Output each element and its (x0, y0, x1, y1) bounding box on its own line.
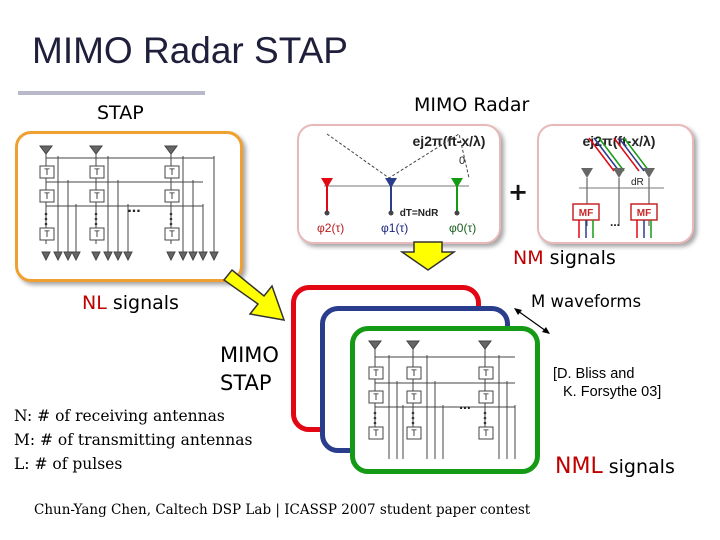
double-arrow (514, 308, 550, 334)
tap-label: T (44, 229, 50, 239)
down-arrow (400, 241, 456, 271)
page-title: MIMO Radar STAP (32, 30, 348, 71)
ellipsis: ... (610, 215, 620, 229)
mimo-radar-transmit-diagram: ej2π(ft-x/λ) 0 dT=NdR φ2(τ) φ1(τ) φ0(τ) (317, 133, 486, 235)
spacing-equation: dT=NdR (400, 208, 439, 219)
tap-label: T (373, 428, 379, 438)
green-panel-diagram: T T T T T T T T T ... (368, 340, 516, 459)
tap-label: T (411, 392, 417, 402)
nml-signals-prefix: NML (555, 454, 603, 479)
phase-exponent: ej2π(ft-x/λ) (583, 133, 656, 149)
mf-label: MF (579, 208, 593, 219)
phi1-label: φ1(τ) (381, 221, 408, 235)
definitions: N: # of receiving antennas M: # of trans… (14, 404, 252, 476)
reference-line1: [D. Bliss and (553, 366, 635, 382)
mimo-radar-label: MIMO Radar (414, 94, 530, 116)
tap-label: T (169, 167, 175, 177)
tap-label: T (411, 368, 417, 378)
nml-signals-label: NML signals (555, 454, 675, 479)
nm-signals-prefix: NM (513, 247, 544, 269)
green-panel: T T T T T T T T T ... (350, 326, 540, 474)
dr-label: dR (631, 177, 644, 188)
tap-label: T (483, 368, 489, 378)
ellipsis: ... (127, 199, 140, 216)
nl-signals-label: NL signals (82, 292, 179, 314)
mimo-stap-label-line1: MIMO (220, 343, 279, 367)
mimo-radar-transmit-panel: ej2π(ft-x/λ) 0 dT=NdR φ2(τ) φ1(τ) φ0(τ) (297, 124, 501, 244)
definition-n: N: # of receiving antennas (14, 407, 225, 425)
nl-signals-suffix: signals (106, 292, 179, 314)
mimo-radar-receive-diagram: ej2π(ft-x/λ) dR MF MF ... (572, 133, 664, 238)
footer: Chun-Yang Chen, Caltech DSP Lab | ICASSP… (34, 502, 531, 518)
phi2-label: φ2(τ) (317, 221, 344, 235)
reference-line2: K. Forsythe 03] (563, 384, 662, 400)
definition-l: L: # of pulses (14, 455, 123, 473)
tap-label: T (411, 428, 417, 438)
tap-label: T (44, 191, 50, 201)
tap-label: T (94, 191, 100, 201)
diagonal-arrow (222, 268, 286, 321)
phase-exponent: ej2π(ft-x/λ) (413, 133, 486, 149)
tap-label: T (169, 191, 175, 201)
tap-label: T (483, 428, 489, 438)
mimo-radar-receive-panel: ej2π(ft-x/λ) dR MF MF ... (537, 124, 694, 244)
title-underline (18, 91, 205, 95)
ellipsis: ... (459, 396, 471, 412)
zero-label: 0 (459, 155, 465, 167)
nml-signals-suffix: signals (602, 456, 675, 478)
m-waveforms-label: M waveforms (531, 292, 642, 311)
nm-signals-suffix: signals (543, 247, 616, 269)
nm-signals-label: NM signals (513, 247, 616, 269)
mimo-stap-label-line2: STAP (220, 371, 272, 395)
tap-label: T (94, 167, 100, 177)
tap-label: T (373, 392, 379, 402)
stap-diagram: T T T T T T T T T ... (39, 145, 219, 262)
stap-diagram-panel: T T T T T T T T T ... (15, 131, 243, 282)
stap-label: STAP (97, 102, 144, 124)
tap-label: T (94, 229, 100, 239)
definition-m: M: # of transmitting antennas (14, 431, 253, 449)
phi0-label: φ0(τ) (449, 221, 476, 235)
plus-sign: + (508, 178, 529, 206)
tap-label: T (44, 167, 50, 177)
nl-signals-prefix: NL (82, 292, 107, 314)
tap-label: T (169, 229, 175, 239)
mf-label: MF (637, 208, 651, 219)
tap-label: T (483, 392, 489, 402)
tap-label: T (373, 368, 379, 378)
